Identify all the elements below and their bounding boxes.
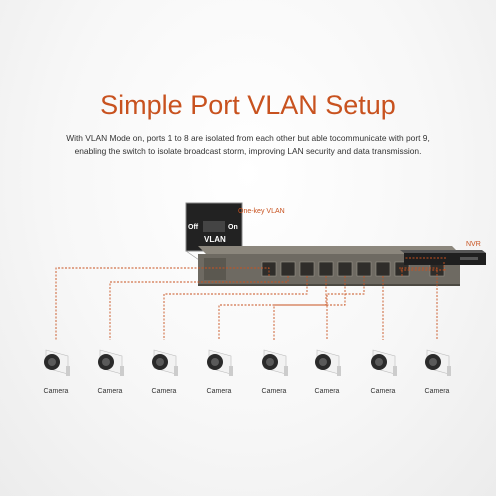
switch-port xyxy=(299,261,315,277)
switch-port xyxy=(280,261,296,277)
camera-label: Camera xyxy=(206,388,232,395)
page-title: Simple Port VLAN Setup xyxy=(100,90,396,120)
off-label: Off xyxy=(188,224,199,231)
nvr-label: NVR xyxy=(466,241,481,248)
on-label: On xyxy=(228,224,238,231)
camera-icon xyxy=(152,349,178,376)
camera-icon xyxy=(207,349,233,376)
switch-port xyxy=(337,261,353,277)
nvr-device xyxy=(400,250,486,265)
switch-port xyxy=(318,261,334,277)
camera-label: Camera xyxy=(43,388,69,395)
description-line-1: With VLAN Mode on, ports 1 to 8 are isol… xyxy=(66,133,430,143)
camera-label: Camera xyxy=(97,388,123,395)
camera-icon xyxy=(425,349,451,376)
camera-label: Camera xyxy=(424,388,450,395)
camera-icon xyxy=(262,349,288,376)
camera-link xyxy=(326,276,365,340)
camera-icon xyxy=(44,349,70,376)
camera-link xyxy=(163,276,308,340)
camera-icon xyxy=(371,349,397,376)
switch-port xyxy=(356,261,372,277)
camera-icon xyxy=(315,349,341,376)
camera-label: Camera xyxy=(314,388,340,395)
camera-label: Camera xyxy=(261,388,287,395)
camera-icon xyxy=(98,349,124,376)
switch-port xyxy=(375,261,391,277)
camera-label: Camera xyxy=(370,388,396,395)
camera-link xyxy=(273,276,346,340)
camera-link xyxy=(401,267,438,340)
camera-link xyxy=(109,276,289,340)
vlan-callout xyxy=(185,202,243,263)
camera-link xyxy=(55,267,270,340)
vlan-label: VLAN xyxy=(204,235,226,244)
one-key-vlan-label: One-key VLAN xyxy=(238,208,285,215)
camera-link xyxy=(218,276,327,340)
camera-label: Camera xyxy=(151,388,177,395)
description-line-2: enabling the switch to isolate broadcast… xyxy=(74,146,422,156)
